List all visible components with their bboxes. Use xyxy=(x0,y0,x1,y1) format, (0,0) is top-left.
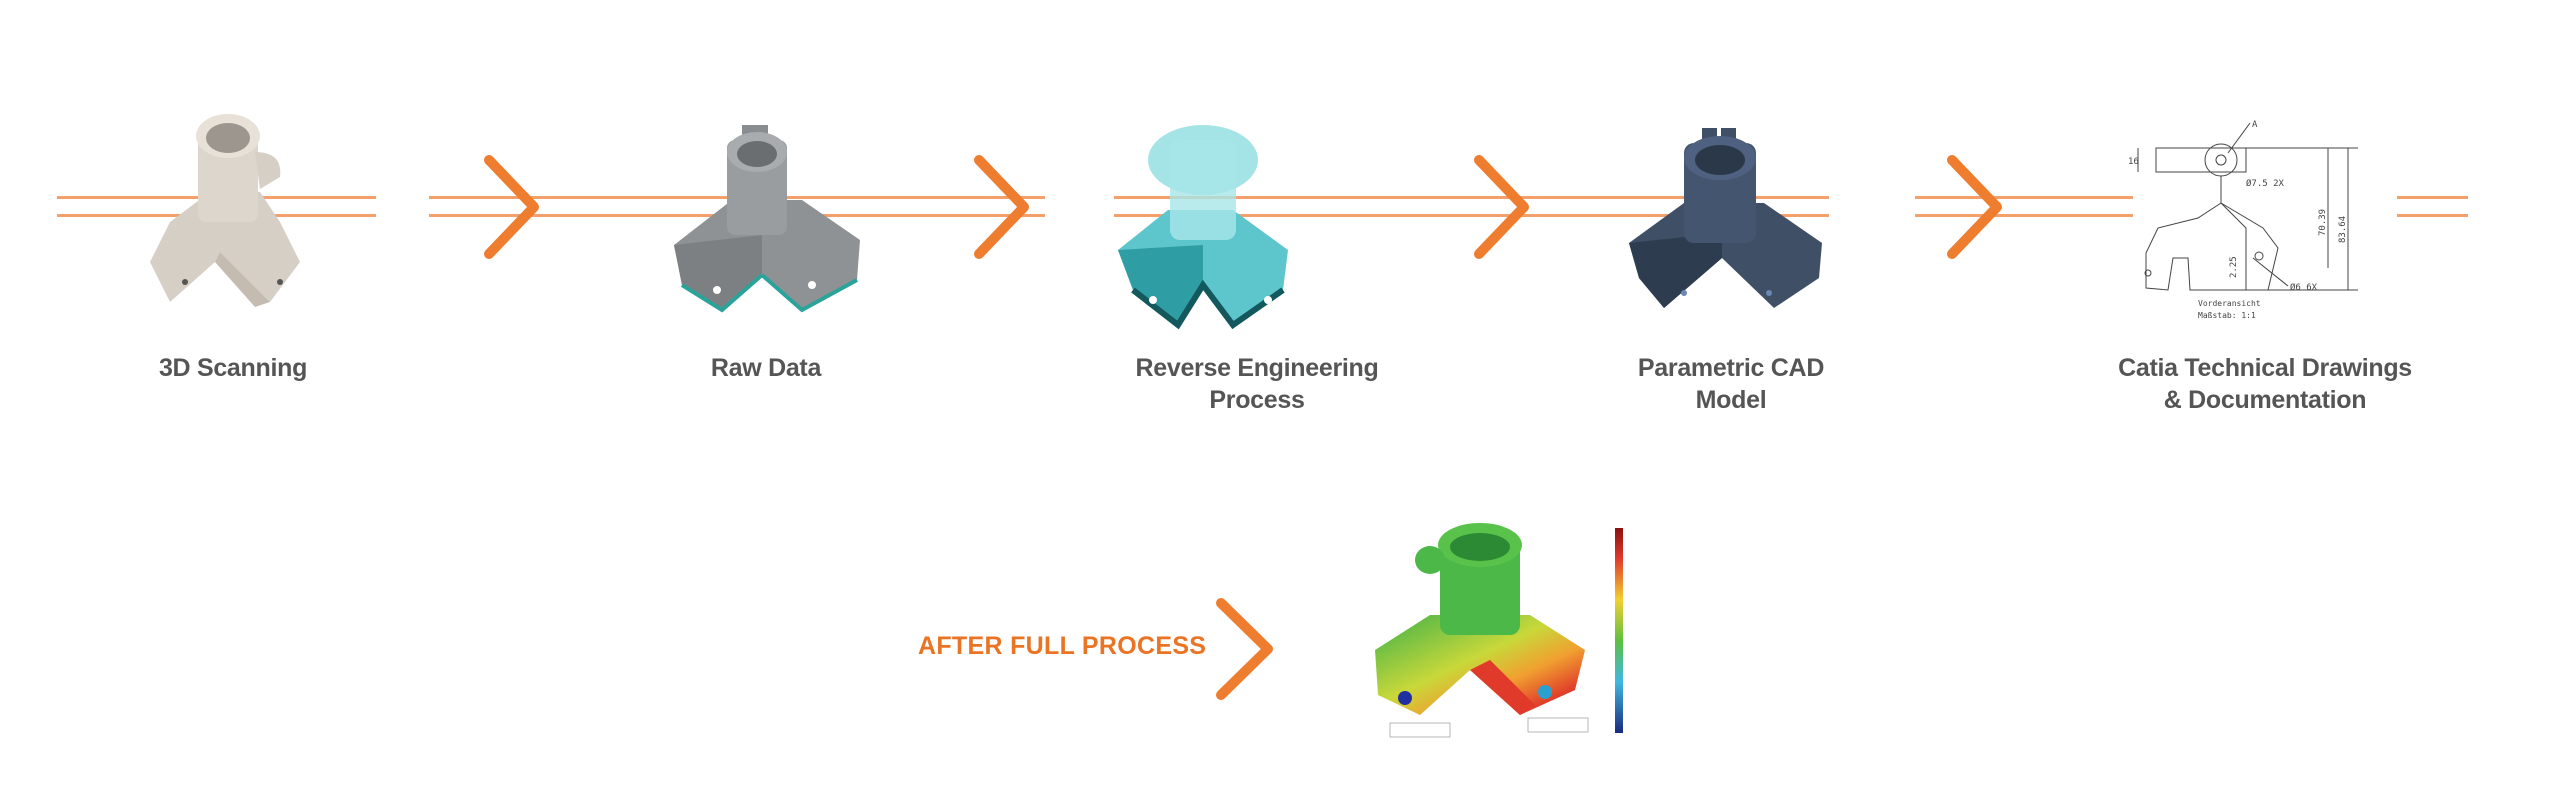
label-line: Parametric CAD xyxy=(1637,354,1825,382)
label-line: Catia Technical Drawings xyxy=(2118,354,2412,382)
raw-data-mesh-image xyxy=(674,125,860,313)
drawing-dim-inner: 70.39 xyxy=(2318,209,2328,236)
flow-line xyxy=(2397,196,2468,199)
parametric-cad-model-image xyxy=(1629,128,1822,308)
technical-drawing-image: A 16 Ø7.5 2X 70.39 83.64 2.25 Ø6 6X Vord… xyxy=(2128,120,2358,320)
chevron-right-icon xyxy=(974,155,1029,259)
step-label-parametric-cad: Parametric CAD Model xyxy=(1638,352,1824,416)
chevron-right-icon xyxy=(1947,155,2002,259)
chevron-right-icon xyxy=(1474,155,1529,259)
drawing-scale: Maßstab: 1:1 xyxy=(2198,311,2256,320)
chevron-right-icon xyxy=(484,155,539,259)
flow-line xyxy=(1915,214,2133,217)
label-line: Model xyxy=(1695,386,1767,414)
label-line: 3D Scanning xyxy=(158,354,308,382)
flow-line xyxy=(1114,214,1829,217)
drawing-dim-hole-top: Ø7.5 2X xyxy=(2246,178,2285,189)
label-line: Process xyxy=(1209,386,1305,414)
flow-line xyxy=(1915,196,2133,199)
drawing-callout: A xyxy=(2252,120,2258,130)
label-line: Raw Data xyxy=(710,354,822,382)
label-line: & Documentation xyxy=(2163,386,2367,414)
drawing-view-name: Vorderansicht xyxy=(2198,299,2261,308)
scanned-part-image xyxy=(150,114,300,307)
drawing-dim-small: 2.25 xyxy=(2229,256,2239,278)
step-label-raw-data: Raw Data xyxy=(711,352,821,384)
reverse-engineering-model-image xyxy=(1118,125,1288,330)
flow-line xyxy=(2397,214,2468,217)
deviation-heatmap-image xyxy=(1375,523,1623,738)
drawing-dim-height-top: 16 xyxy=(2128,157,2139,167)
step-label-technical-drawings: Catia Technical Drawings & Documentation xyxy=(2118,352,2412,416)
flow-line xyxy=(1114,196,1829,199)
label-line: Reverse Engineering xyxy=(1135,354,1379,382)
chevron-right-icon xyxy=(1216,598,1273,700)
step-label-3d-scanning: 3D Scanning xyxy=(159,352,307,384)
drawing-dim-hole-bottom: Ø6 6X xyxy=(2290,282,2318,293)
after-full-process-label: AFTER FULL PROCESS xyxy=(918,632,1207,660)
drawing-dim-outer: 83.64 xyxy=(2338,216,2348,243)
